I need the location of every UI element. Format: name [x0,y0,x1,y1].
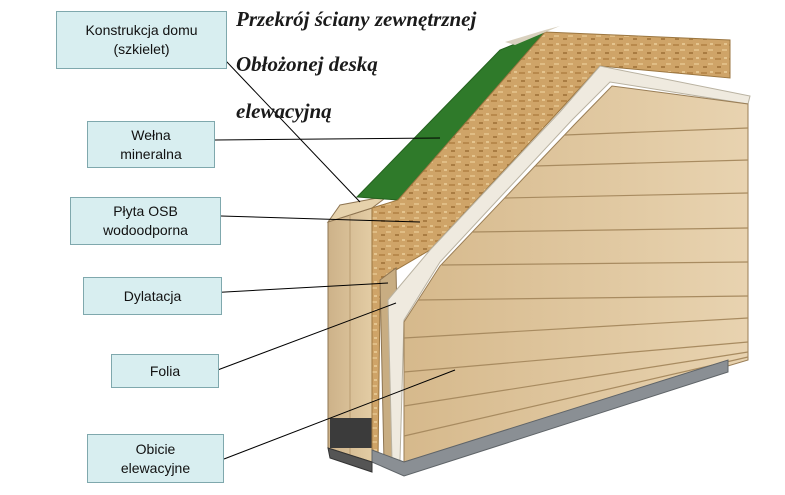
label-house-frame: Konstrukcja domu (szkielet) [56,11,227,69]
leader-line-wool [214,137,441,141]
leader-line-frame [206,40,361,203]
label-house-frame-line-1: Konstrukcja domu [85,22,198,38]
diagram-title-line-3: elewacyjną [236,99,332,123]
label-cladding: Obicie elewacyjne [87,434,224,483]
label-osb-board-line-2: wodoodporna [103,222,188,238]
leader-line-osb [220,215,421,223]
cladding-boards [403,85,749,463]
label-mineral-wool-line-1: Wełna [131,126,171,143]
frame-structure [326,195,389,463]
leader-lines [206,40,456,460]
label-foil-line-1: Folia [149,362,181,379]
leader-line-foil [206,302,397,375]
diagram-title-line-1: Przekrój ściany zewnętrznej [236,7,477,31]
label-dilatation: Dylatacja [83,277,222,315]
label-mineral-wool: Wełna mineralna [87,121,215,168]
leader-line-cladding [223,369,456,460]
label-cladding-line-2: elewacyjne [120,459,191,476]
label-osb-board-line-1: Płyta OSB [113,203,178,219]
label-cladding-line-1: Obicie [135,440,176,457]
label-house-frame-line-2: (szkielet) [113,41,170,57]
label-osb-board: Płyta OSB wodoodporna [70,197,221,245]
label-dilatation-line-1: Dylatacja [123,287,182,304]
label-foil: Folia [111,354,219,388]
diagram-title-line-2: Obłożonej deską [236,52,378,76]
leader-line-dilatation [206,282,389,294]
label-mineral-wool-line-2: mineralna [120,145,182,162]
